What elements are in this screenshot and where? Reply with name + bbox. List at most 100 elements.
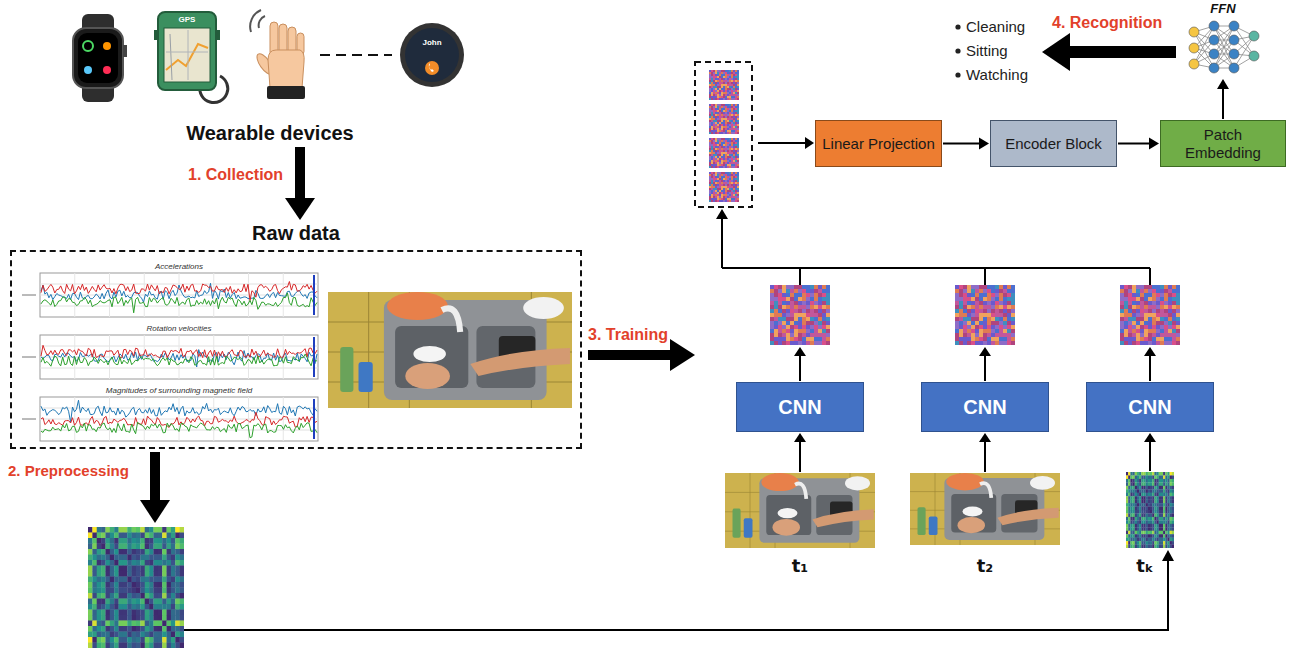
plot-marker — [313, 337, 315, 377]
box-label: Linear Projection — [822, 135, 935, 152]
box-label: Encoder Block — [1005, 135, 1102, 152]
heatmap-feed-line — [184, 560, 1168, 630]
sequence-patch — [709, 138, 739, 168]
gps-device-icon-part — [170, 34, 172, 80]
sensor-plots — [22, 273, 318, 441]
connector-arrowhead — [1149, 138, 1159, 150]
frame-to-cnn-arrows-part — [984, 441, 986, 472]
frame-to-cnn-arrows-part — [979, 433, 991, 442]
round-watch-icon-part — [400, 23, 464, 87]
frame-t2 — [910, 473, 1060, 545]
gps-device-icon — [154, 12, 228, 103]
connector-shaft — [295, 147, 305, 199]
cnn-box: CNN — [1086, 382, 1214, 432]
cnn-feature-patch — [955, 285, 1015, 345]
cnn-box: CNN — [921, 382, 1049, 432]
gesture-hand-icon-part — [268, 50, 304, 88]
frame-to-cnn-arrows — [794, 433, 1156, 472]
training-arrow — [588, 350, 672, 360]
cnn-to-patch-arrows-part — [984, 355, 986, 381]
plot-gridline — [109, 335, 110, 379]
gps-device-icon-part — [216, 30, 220, 40]
apple-watch-icon-part — [103, 66, 111, 74]
connector — [1118, 138, 1159, 150]
cnn-to-patch-arrows-part — [794, 347, 806, 356]
cnn-to-patch-arrows-part — [1144, 347, 1156, 356]
box-label: CNN — [778, 396, 821, 419]
connector-shaft — [1222, 88, 1224, 119]
time-step-label: t₂ — [977, 556, 994, 577]
round-watch-icon — [400, 23, 464, 87]
round-watch-icon-part — [425, 61, 439, 75]
apple-watch-icon-part — [83, 41, 93, 51]
sensor-signal — [41, 282, 317, 301]
ffn-block: FFN — [1180, 2, 1266, 78]
gesture-hand-icon — [250, 10, 305, 99]
connector-arrowhead — [1217, 79, 1229, 89]
box-label: CNN — [1128, 396, 1171, 419]
sensor-signal — [41, 283, 317, 302]
gps-device-icon-part — [158, 12, 216, 90]
plot-title: Accelerations — [155, 262, 203, 271]
step-label: 3. Training — [588, 326, 668, 344]
round-watch-icon-part — [405, 28, 459, 82]
cnn-box: CNN — [736, 382, 864, 432]
dashed-border — [10, 250, 582, 449]
preprocessing-arrowhead — [140, 500, 170, 523]
preprocessing-arrow — [150, 452, 160, 502]
sensor-signal — [41, 354, 317, 366]
recognition-arrow — [1068, 46, 1176, 58]
plot-gridline — [283, 397, 284, 441]
cnn-to-patch-arrows — [794, 347, 1156, 381]
sequence-patch — [709, 70, 739, 100]
frame-to-cnn-arrows-part — [799, 441, 801, 472]
sensor-signal — [41, 422, 317, 438]
cnn-feature-patch — [1120, 285, 1180, 345]
plot-marker — [313, 275, 315, 315]
sensor-signal — [41, 400, 317, 422]
connector — [285, 147, 315, 220]
process-box: Patch Embedding — [1160, 120, 1286, 167]
preprocessed-heatmap — [88, 527, 184, 648]
gps-device-icon-part — [166, 44, 208, 70]
apple-watch-icon-part — [84, 66, 92, 74]
patch-collector-arrowhead — [716, 209, 728, 219]
recognition-arrowhead — [1042, 33, 1070, 71]
ffn-neuron — [1249, 31, 1259, 41]
frame-to-cnn-arrows-part — [794, 433, 806, 442]
frame-tk-heatmap — [1126, 472, 1174, 548]
round-watch-icon-part — [429, 63, 434, 72]
plot-gridline — [109, 397, 110, 441]
apple-watch-icon-part — [123, 45, 127, 57]
step-label: 2. Preprocessing — [8, 462, 129, 479]
sequence-patch — [709, 104, 739, 134]
cnn-feature-patch — [770, 285, 830, 345]
plot-gridline — [179, 273, 180, 317]
list-bullet — [955, 48, 960, 53]
apple-watch-icon-part — [78, 33, 118, 83]
ffn-neuron — [1209, 21, 1219, 31]
activity-item: Sitting — [966, 42, 1008, 59]
device-screen-text: John — [422, 38, 441, 47]
step-label: 4. Recognition — [1052, 14, 1162, 32]
plot-axis-tick — [22, 419, 36, 420]
sensor-signal — [41, 412, 317, 427]
ffn-neuron — [1189, 27, 1199, 37]
cnn-to-patch-arrows-part — [979, 347, 991, 356]
ffn-neuron — [1189, 59, 1199, 69]
cnn-to-patch-arrows-part — [1149, 355, 1151, 381]
gps-device-icon-part — [166, 30, 208, 80]
frame-t1 — [725, 473, 875, 548]
connector — [1217, 79, 1229, 119]
plot-marker — [313, 399, 315, 439]
ffn-neuron — [1229, 49, 1239, 59]
process-box: Linear Projection — [815, 120, 942, 167]
plot-gridline — [248, 397, 249, 441]
connector — [943, 138, 989, 150]
connector-shaft — [943, 143, 980, 145]
box-label: CNN — [963, 396, 1006, 419]
connector-arrowhead — [979, 138, 989, 150]
apple-watch-icon — [73, 14, 127, 102]
sequence-to-projection-arrow — [758, 142, 806, 144]
plot-gridline — [248, 335, 249, 379]
